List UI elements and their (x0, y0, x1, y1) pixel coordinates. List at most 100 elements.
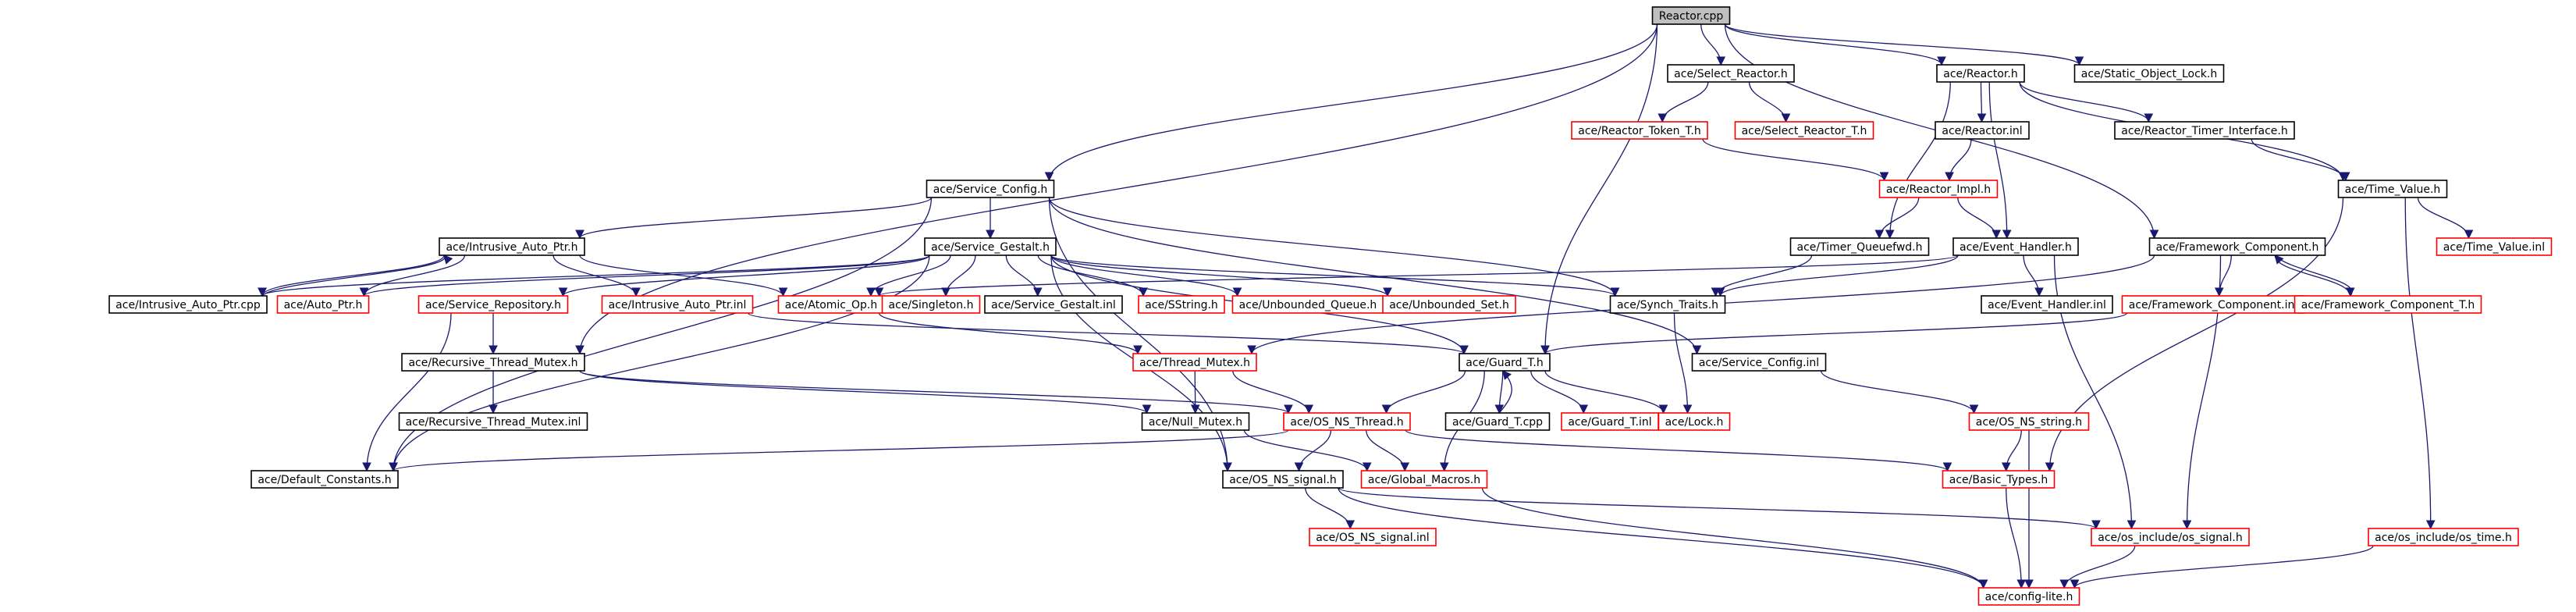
node-framework-component-h[interactable]: ace/Framework_Component.h (2148, 237, 2326, 256)
node-os-ns-string-h[interactable]: ace/OS_NS_string.h (1968, 412, 2090, 431)
edge-line (2001, 429, 2022, 472)
node-select-reactor-t-h[interactable]: ace/Select_Reactor_T.h (1734, 121, 1874, 140)
node-synch-traits-h[interactable]: ace/Synch_Traits.h (1609, 295, 1726, 314)
edge-service-config-inl-to-os-ns-string-h (1820, 370, 1979, 415)
node-service-repository-h[interactable]: ace/Service_Repository.h (417, 295, 569, 314)
node-os-ns-thread-h[interactable]: ace/OS_NS_Thread.h (1283, 412, 1411, 431)
node-label: ace/OS_NS_Thread.h (1290, 416, 1403, 429)
edge-guard-t-h-to-os-ns-thread-h (1381, 370, 1466, 415)
node-time-value-inl[interactable]: ace/Time_Value.inl (2436, 237, 2553, 256)
node-time-value-h[interactable]: ace/Time_Value.h (2337, 180, 2448, 198)
edge-intrusive-auto-ptr-h-to-atomic-op-h (579, 254, 788, 297)
edge-null-mutex-h-to-global-macros-h (1243, 429, 1372, 472)
node-null-mutex-h[interactable]: ace/Null_Mutex.h (1141, 412, 1250, 431)
edge-line (1405, 429, 1952, 472)
node-sstring-h[interactable]: ace/SString.h (1138, 295, 1225, 314)
edge-reactor-cpp-to-guard-t-h (1540, 23, 1658, 355)
node-label: ace/Reactor_Token_T.h (1578, 125, 1700, 137)
node-framework-component-t-h[interactable]: ace/Framework_Component_T.h (2294, 295, 2482, 314)
node-recursive-thread-mutex-inl[interactable]: ace/Recursive_Thread_Mutex.inl (398, 412, 588, 431)
node-label: ace/Reactor.inl (1942, 125, 2022, 137)
edge-line (2006, 487, 2027, 589)
edge-event-handler-h-to-event-handler-inl (2023, 254, 2044, 297)
node-config-lite-h[interactable]: ace/config-lite.h (1977, 587, 2080, 606)
edge-line (1498, 370, 1512, 414)
node-reactor-timer-interface-h[interactable]: ace/Reactor_Timer_Interface.h (2114, 121, 2295, 140)
node-unbounded-queue-h[interactable]: ace/Unbounded_Queue.h (1231, 295, 1384, 314)
node-box (1141, 412, 1250, 431)
edge-line (1724, 23, 1946, 66)
node-service-gestalt-h[interactable]: ace/Service_Gestalt.h (924, 237, 1057, 256)
node-os-ns-signal-h[interactable]: ace/OS_NS_signal.h (1222, 470, 1344, 489)
edge-reactor-h-to-timer-queuefwd-h (1885, 81, 1951, 240)
node-default-constants-h[interactable]: ace/Default_Constants.h (250, 470, 399, 489)
edge-line (1673, 312, 1693, 415)
edge-service-gestalt-h-to-singleton-h (941, 254, 976, 297)
edge-framework-component-t-h-to-framework-component-h (2274, 254, 2353, 297)
node-thread-mutex-h[interactable]: ace/Thread_Mutex.h (1132, 353, 1257, 372)
node-box (1283, 412, 1411, 431)
node-service-gestalt-inl[interactable]: ace/Service_Gestalt.inl (984, 295, 1123, 314)
node-event-handler-h[interactable]: ace/Event_Handler.h (1952, 237, 2079, 256)
node-static-object-lock-h[interactable]: ace/Static_Object_Lock.h (2073, 64, 2225, 83)
edge-line (1381, 370, 1466, 415)
node-lock-h[interactable]: ace/Lock.h (1658, 412, 1731, 431)
node-unbounded-set-h[interactable]: ace/Unbounded_Set.h (1382, 295, 1516, 314)
edge-reactor-timer-interface-h-to-time-value-h (2251, 138, 2350, 182)
edge-os-ns-signal-h-to-os-ns-signal-inl (1305, 487, 1356, 530)
node-label: ace/Service_Gestalt.inl (991, 299, 1116, 311)
node-timer-queuefwd-h[interactable]: ace/Timer_Queuefwd.h (1789, 237, 1930, 256)
edge-reactor-h-to-reactor-inl (1977, 81, 1987, 123)
edge-line (579, 370, 1152, 415)
node-intrusive-auto-ptr-inl[interactable]: ace/Intrusive_Auto_Ptr.inl (601, 295, 754, 314)
edge-line (1037, 254, 1148, 297)
node-os-include-os-time-h[interactable]: ace/os_include/os_time.h (2368, 528, 2519, 546)
node-guard-t-inl[interactable]: ace/Guard_T.inl (1561, 412, 1659, 431)
edge-line (878, 312, 1142, 355)
node-reactor-impl-h[interactable]: ace/Reactor_Impl.h (1878, 180, 1999, 198)
edge-line (558, 254, 930, 297)
node-service-config-h[interactable]: ace/Service_Config.h (926, 180, 1055, 198)
node-box (881, 295, 981, 314)
node-basic-types-h[interactable]: ace/Basic_Types.h (1942, 470, 2055, 489)
node-reactor-token-t-h[interactable]: ace/Reactor_Token_T.h (1571, 121, 1708, 140)
edge-os-ns-thread-h-to-global-macros-h (1366, 429, 1410, 472)
node-intrusive-auto-ptr-cpp[interactable]: ace/Intrusive_Auto_Ptr.cpp (108, 295, 268, 314)
edge-line (359, 254, 930, 297)
node-box (1609, 295, 1726, 314)
node-global-macros-h[interactable]: ace/Global_Macros.h (1360, 470, 1488, 489)
node-event-handler-inl[interactable]: ace/Event_Handler.inl (1981, 295, 2113, 314)
node-framework-component-inl[interactable]: ace/Framework_Component.inl (2121, 295, 2305, 314)
node-label: ace/Intrusive_Auto_Ptr.h (446, 241, 577, 254)
node-auto-ptr-h[interactable]: ace/Auto_Ptr.h (276, 295, 370, 314)
edge-line (1540, 23, 1658, 355)
node-label: ace/Reactor_Impl.h (1886, 183, 1991, 196)
node-os-ns-signal-inl[interactable]: ace/OS_NS_signal.inl (1309, 528, 1437, 546)
node-label: ace/config-lite.h (1985, 591, 2073, 603)
node-guard-t-h[interactable]: ace/Guard_T.h (1459, 353, 1551, 372)
node-atomic-op-h[interactable]: ace/Atomic_Op.h (777, 295, 885, 314)
node-guard-t-cpp[interactable]: ace/Guard_T.cpp (1444, 412, 1551, 431)
node-singleton-h[interactable]: ace/Singleton.h (881, 295, 981, 314)
node-reactor-h[interactable]: ace/Reactor.h (1936, 64, 2025, 83)
node-reactor-inl[interactable]: ace/Reactor.inl (1935, 121, 2030, 140)
node-box (2091, 528, 2250, 546)
edge-line (1338, 487, 1988, 589)
node-box (1878, 180, 1999, 198)
edge-service-gestalt-h-to-default-constants-h (389, 254, 930, 472)
node-select-reactor-h[interactable]: ace/Select_Reactor.h (1667, 64, 1795, 83)
edge-line (1050, 254, 1242, 297)
node-box (1309, 528, 1437, 546)
node-intrusive-auto-ptr-h[interactable]: ace/Intrusive_Auto_Ptr.h (439, 237, 585, 256)
node-label: ace/os_include/os_time.h (2375, 532, 2512, 544)
node-service-config-inl[interactable]: ace/Service_Config.inl (1691, 353, 1827, 372)
node-box (1952, 237, 2079, 256)
node-recursive-thread-mutex-h[interactable]: ace/Recursive_Thread_Mutex.h (401, 353, 585, 372)
edge-event-handler-h-to-synch-traits-h (1715, 254, 1959, 297)
node-box (1222, 470, 1344, 489)
node-box (1789, 237, 1930, 256)
node-label: ace/Synch_Traits.h (1617, 299, 1718, 311)
node-box (1691, 353, 1827, 372)
edge-line (1050, 254, 1392, 297)
node-os-include-os-signal-h[interactable]: ace/os_include/os_signal.h (2091, 528, 2250, 546)
